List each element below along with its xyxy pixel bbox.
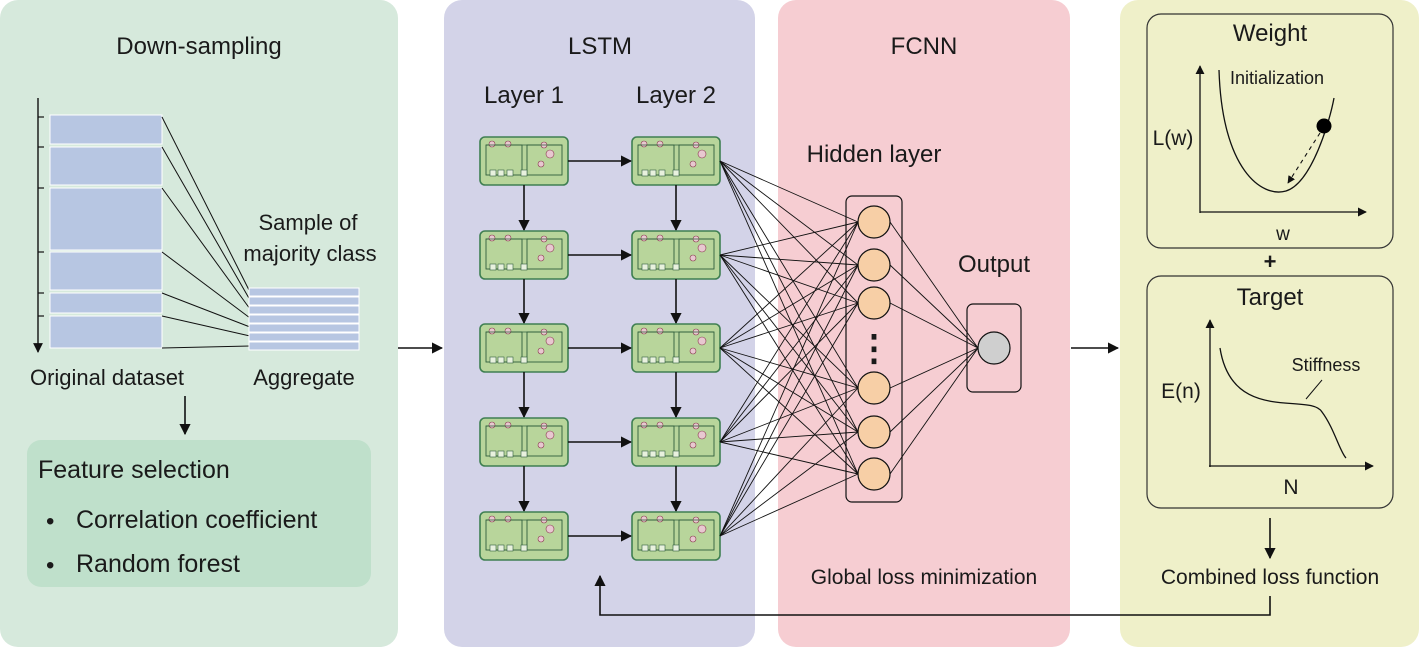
global-loss-label: Global loss minimization bbox=[811, 566, 1037, 589]
initialization-label: Initialization bbox=[1230, 68, 1324, 88]
sampling-lines bbox=[161, 116, 251, 349]
hidden-neuron bbox=[857, 415, 891, 449]
layer2-label: Layer 2 bbox=[636, 82, 716, 109]
target-title: Target bbox=[1237, 284, 1304, 311]
weight-xlabel: w bbox=[1275, 224, 1290, 245]
weight-title: Weight bbox=[1233, 20, 1308, 47]
feature-item-random-forest: Random forest bbox=[76, 550, 240, 578]
hidden-neuron bbox=[857, 286, 891, 320]
hidden-layer-box bbox=[845, 195, 903, 503]
fcnn-panel bbox=[778, 0, 1070, 647]
aggregate-bars bbox=[248, 287, 360, 351]
target-xlabel: N bbox=[1283, 476, 1298, 499]
gradient-descent-path bbox=[1287, 132, 1321, 184]
layer1-label: Layer 1 bbox=[484, 82, 564, 109]
lstm-cell bbox=[631, 136, 721, 186]
output-label: Output bbox=[958, 251, 1030, 278]
downsampling-title: Down-sampling bbox=[116, 33, 281, 60]
connections bbox=[719, 160, 979, 537]
feature-item-correlation: Correlation coefficient bbox=[76, 506, 317, 534]
hidden-neuron bbox=[857, 205, 891, 239]
aggregate-bar bbox=[248, 305, 360, 315]
lstm-cell bbox=[631, 230, 721, 280]
target-ylabel: E(n) bbox=[1161, 380, 1201, 403]
output-neuron bbox=[977, 331, 1011, 365]
ellipsis-icon: ⋮ bbox=[856, 327, 892, 368]
original-dataset-label: Original dataset bbox=[30, 365, 184, 390]
original-dataset-blocks bbox=[49, 114, 163, 349]
lstm-cell bbox=[479, 323, 569, 373]
feature-selection-title: Feature selection bbox=[38, 456, 230, 484]
stiffness-label: Stiffness bbox=[1292, 355, 1361, 375]
dataset-block bbox=[49, 292, 163, 314]
lstm-cell bbox=[479, 230, 569, 280]
lstm-cell bbox=[479, 136, 569, 186]
lstm-title: LSTM bbox=[568, 33, 632, 60]
dataset-block bbox=[49, 114, 163, 145]
initialization-point bbox=[1316, 118, 1332, 134]
stiffness-curve bbox=[1219, 347, 1347, 459]
feature-selection-box bbox=[27, 440, 371, 587]
bullet-icon: • bbox=[46, 508, 54, 535]
output-box bbox=[966, 303, 1022, 393]
plus-icon: + bbox=[1264, 249, 1277, 274]
weight-ylabel: L(w) bbox=[1153, 127, 1194, 150]
aggregate-label: Aggregate bbox=[253, 365, 355, 390]
dataset-block bbox=[49, 146, 163, 186]
lstm-cell bbox=[631, 511, 721, 561]
lstm-cell bbox=[479, 511, 569, 561]
lstm-network bbox=[479, 136, 721, 561]
feedback-arrow bbox=[594, 574, 1271, 616]
hidden-neuron bbox=[857, 371, 891, 405]
hidden-neuron bbox=[857, 248, 891, 282]
aggregate-bar bbox=[248, 332, 360, 342]
majority-class-label: majority class bbox=[243, 241, 376, 266]
aggregate-bar bbox=[248, 314, 360, 324]
sample-of-label: Sample of bbox=[258, 210, 358, 235]
aggregate-bar bbox=[248, 287, 360, 297]
combined-loss-label: Combined loss function bbox=[1161, 566, 1379, 589]
hidden-neurons bbox=[857, 205, 891, 491]
stiffness-pointer bbox=[1305, 379, 1323, 400]
aggregate-bar bbox=[248, 341, 360, 351]
dataset-block bbox=[49, 251, 163, 291]
lstm-cell bbox=[631, 417, 721, 467]
weight-box bbox=[1146, 13, 1394, 249]
aggregate-bar bbox=[248, 323, 360, 333]
hidden-neuron bbox=[857, 457, 891, 491]
aggregate-bar bbox=[248, 296, 360, 306]
dataset-axis-ticks bbox=[38, 116, 44, 317]
lstm-cell bbox=[631, 323, 721, 373]
bullet-icon: • bbox=[46, 552, 54, 579]
target-box bbox=[1146, 275, 1394, 509]
loss-panel bbox=[1120, 0, 1419, 647]
fcnn-title: FCNN bbox=[891, 33, 958, 60]
dataset-block bbox=[49, 187, 163, 251]
dataset-block bbox=[49, 315, 163, 349]
lstm-cell bbox=[479, 417, 569, 467]
hidden-layer-label: Hidden layer bbox=[807, 141, 942, 168]
